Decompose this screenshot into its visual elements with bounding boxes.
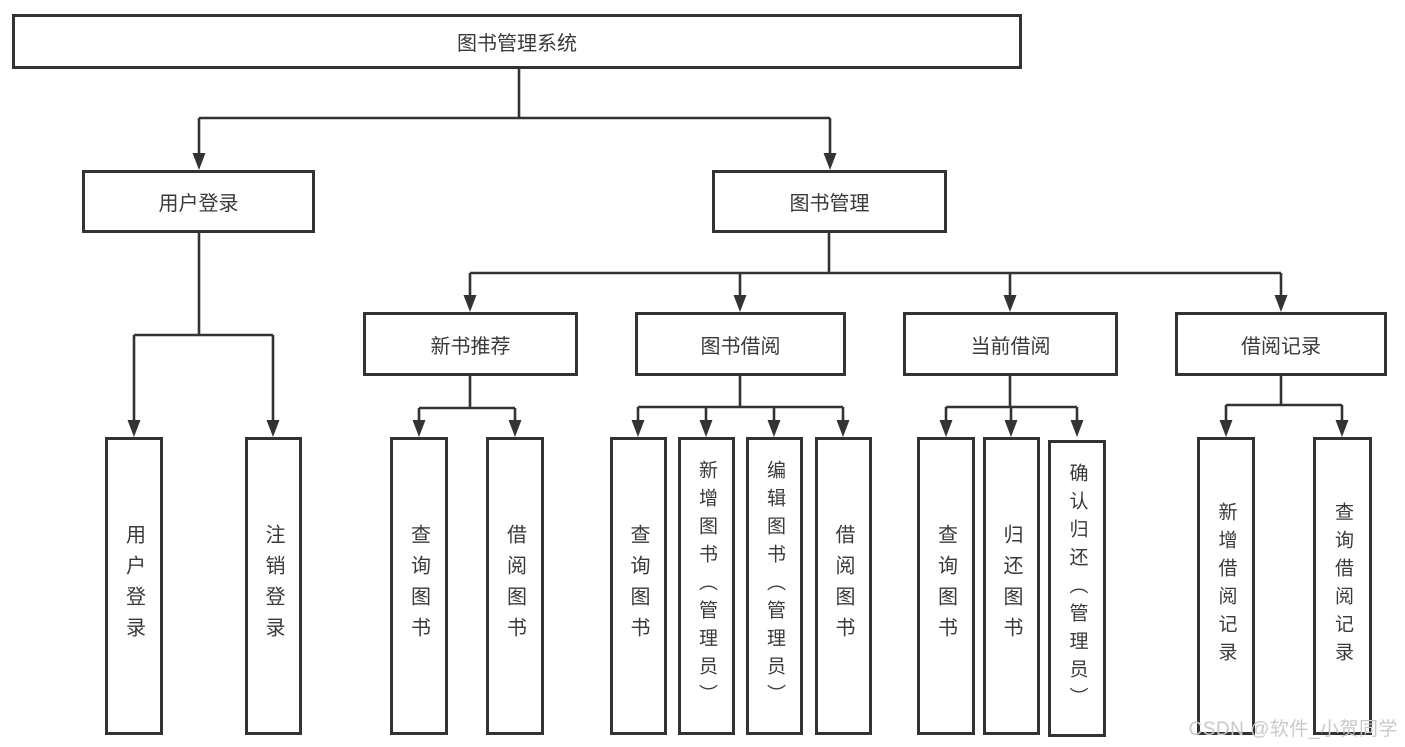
leaf-current-confirm-return-admin: 确认归还（管理员）	[1048, 440, 1106, 737]
node-book-borrowing: 图书借阅	[635, 312, 846, 376]
leaf-logout: 注销登录	[245, 437, 302, 735]
leaf-borrowing-query-book: 查询图书	[610, 437, 667, 735]
node-borrowing-records: 借阅记录	[1175, 312, 1387, 376]
leaf-recommend-borrow-book: 借阅图书	[486, 437, 544, 735]
leaf-user-login: 用户登录	[105, 437, 163, 735]
leaf-records-query-record: 查询借阅记录	[1313, 437, 1372, 735]
node-current-borrowing: 当前借阅	[903, 312, 1118, 376]
node-user-login: 用户登录	[82, 170, 315, 233]
leaf-borrowing-edit-book-admin: 编辑图书（管理员）	[746, 437, 803, 735]
leaf-borrowing-add-book-admin: 新增图书（管理员）	[678, 437, 735, 735]
leaf-current-return-book: 归还图书	[983, 437, 1040, 735]
node-new-book-recommend: 新书推荐	[363, 312, 578, 376]
csdn-watermark: CSDN @软件_小贺同学	[1188, 719, 1398, 740]
node-library-system: 图书管理系统	[12, 14, 1022, 69]
leaf-records-add-record: 新增借阅记录	[1197, 437, 1255, 735]
leaf-borrowing-borrow-book: 借阅图书	[815, 437, 872, 735]
leaf-recommend-query-book: 查询图书	[390, 437, 448, 735]
node-book-management: 图书管理	[712, 170, 947, 233]
leaf-current-query-book: 查询图书	[917, 437, 975, 735]
